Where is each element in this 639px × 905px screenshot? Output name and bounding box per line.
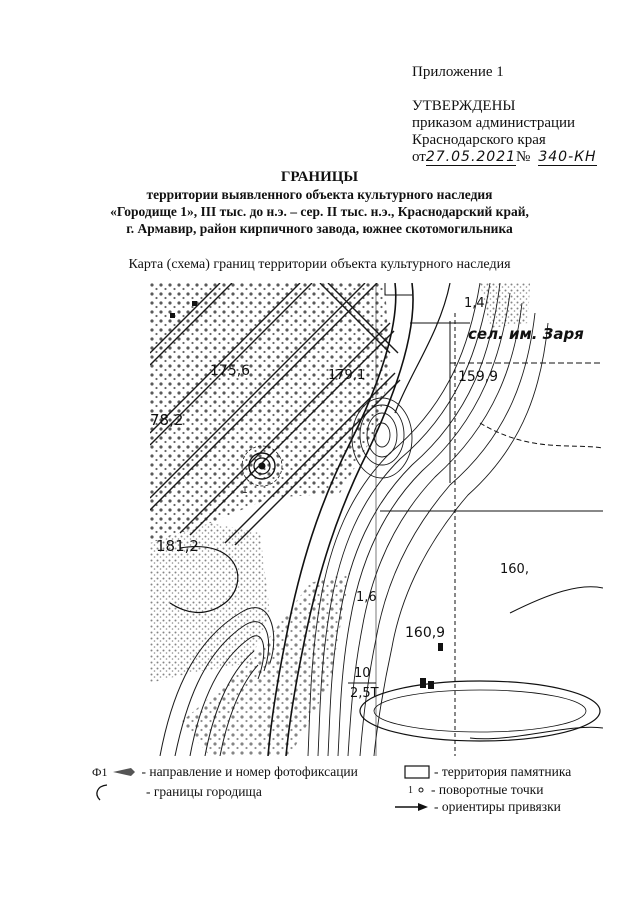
region-label: Краснодарского края bbox=[412, 132, 546, 148]
reference-arrow-icon bbox=[395, 803, 428, 811]
legend-points: 1 - поворотные точки bbox=[408, 782, 543, 798]
map-height-label: 159,9 bbox=[458, 369, 498, 385]
map-height-label: 1,6 bbox=[356, 590, 377, 605]
map-height-label: 175,6 bbox=[210, 363, 250, 379]
border-legend-label: - границы городища bbox=[146, 784, 262, 799]
date-prefix: от bbox=[412, 149, 426, 165]
territory-legend-label: - территория памятника bbox=[434, 764, 572, 779]
approved-label: УТВЕРЖДЕНЫ bbox=[412, 98, 516, 114]
map-caption: Карта (схема) границ территории объекта … bbox=[128, 257, 511, 272]
legend-border: - границы городища bbox=[92, 782, 262, 802]
map-height-label: 181,2 bbox=[156, 537, 199, 555]
point-dot-icon bbox=[418, 787, 424, 793]
title-line-2: «Городище 1», III тыс. до н.э. – сер. II… bbox=[110, 204, 529, 219]
map-height-label: 1,4 bbox=[464, 296, 485, 311]
points-legend-label: - поворотные точки bbox=[431, 782, 544, 797]
title-line-3: г. Армавир, район кирпичного завода, южн… bbox=[126, 221, 513, 236]
topographic-map: сел. им. Заря 175,6 179,1 78,2 181,2 159… bbox=[150, 283, 603, 756]
approval-block: УТВЕРЖДЕНЫ приказом администрации Красно… bbox=[412, 98, 597, 166]
map-height-label: 78,2 bbox=[150, 411, 183, 429]
map-point-label: 1 bbox=[242, 486, 248, 496]
map-height-label: 2,5Т bbox=[350, 686, 379, 701]
territory-box-icon bbox=[404, 765, 430, 779]
border-arc-icon bbox=[96, 784, 108, 801]
order-date-line: от27.05.2021№ 340-КН bbox=[412, 149, 597, 166]
appendix-label: Приложение 1 bbox=[412, 64, 504, 80]
legend-territory: - территория памятника bbox=[404, 764, 571, 780]
document-heading: ГРАНИЦЫ bbox=[280, 169, 359, 185]
legend-reference: - ориентиры привязки bbox=[394, 799, 561, 815]
title-line-1: территории выявленного объекта культурно… bbox=[146, 187, 493, 202]
title-block: территории выявленного объекта культурно… bbox=[0, 186, 639, 237]
point-symbol: 1 bbox=[408, 784, 413, 796]
legend-photo: Ф1 - направление и номер фотофиксации bbox=[92, 764, 358, 780]
map-height-label: 160,9 bbox=[405, 625, 445, 641]
number-prefix: № bbox=[516, 149, 531, 165]
map-height-label: 10 bbox=[354, 666, 371, 681]
by-order-label: приказом администрации bbox=[412, 115, 576, 131]
map-height-label: 179,1 bbox=[328, 368, 365, 383]
photo-direction-icon bbox=[113, 768, 136, 776]
map-settlement-label: сел. им. Заря bbox=[468, 325, 584, 343]
order-number: 340-КН bbox=[538, 149, 597, 166]
photo-legend-label: - направление и номер фотофиксации bbox=[141, 764, 358, 779]
map-height-label: 160, bbox=[500, 562, 529, 577]
reference-legend-label: - ориентиры привязки bbox=[434, 799, 561, 814]
order-date: 27.05.2021 bbox=[425, 149, 517, 166]
photo-symbol: Ф1 bbox=[92, 764, 108, 779]
